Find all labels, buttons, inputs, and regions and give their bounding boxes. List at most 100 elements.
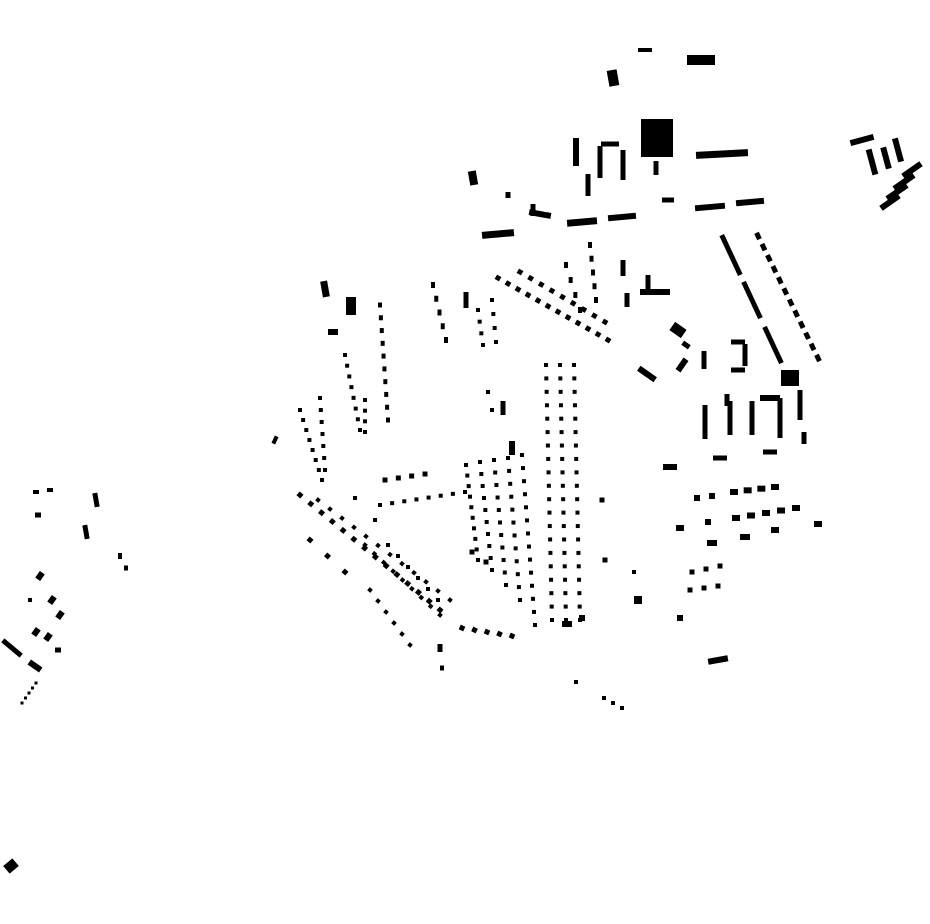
building bbox=[345, 363, 350, 368]
building bbox=[880, 146, 892, 170]
building bbox=[437, 309, 442, 316]
building bbox=[564, 314, 572, 321]
building bbox=[741, 280, 763, 320]
building bbox=[378, 302, 382, 308]
building bbox=[525, 518, 529, 523]
building bbox=[681, 340, 691, 350]
building bbox=[31, 627, 41, 637]
building bbox=[498, 520, 502, 525]
building bbox=[380, 340, 385, 346]
building bbox=[367, 587, 373, 593]
building bbox=[339, 515, 345, 521]
building bbox=[548, 564, 553, 569]
building bbox=[594, 297, 598, 303]
building bbox=[814, 353, 822, 363]
building bbox=[380, 559, 387, 566]
building bbox=[573, 443, 578, 448]
building bbox=[471, 626, 478, 634]
building bbox=[307, 438, 312, 442]
building bbox=[624, 293, 630, 307]
building bbox=[579, 615, 585, 621]
building bbox=[572, 403, 577, 408]
building bbox=[346, 297, 356, 315]
building bbox=[491, 312, 496, 316]
building bbox=[546, 483, 551, 488]
building bbox=[386, 543, 390, 547]
building bbox=[632, 570, 636, 574]
building bbox=[390, 501, 395, 506]
building bbox=[298, 408, 302, 412]
building bbox=[549, 604, 554, 609]
building bbox=[620, 260, 626, 276]
building bbox=[558, 363, 562, 367]
building bbox=[577, 604, 582, 609]
building bbox=[762, 325, 784, 365]
building bbox=[494, 340, 498, 344]
building bbox=[384, 391, 389, 397]
building bbox=[781, 370, 799, 386]
building bbox=[731, 339, 745, 345]
building bbox=[328, 518, 336, 526]
building bbox=[742, 344, 748, 366]
building bbox=[576, 564, 581, 569]
building bbox=[524, 505, 528, 510]
building bbox=[407, 642, 413, 648]
building bbox=[124, 565, 128, 571]
building bbox=[481, 229, 515, 239]
building bbox=[500, 401, 506, 415]
building bbox=[562, 621, 572, 627]
building bbox=[562, 550, 567, 555]
building bbox=[506, 456, 510, 460]
building bbox=[478, 460, 482, 464]
building bbox=[426, 587, 430, 591]
building bbox=[707, 655, 729, 665]
building bbox=[589, 255, 594, 262]
building bbox=[476, 308, 480, 312]
building bbox=[865, 148, 879, 176]
building bbox=[353, 496, 357, 500]
building bbox=[409, 473, 415, 479]
building bbox=[575, 510, 580, 515]
building bbox=[469, 505, 474, 510]
building bbox=[578, 307, 582, 313]
building bbox=[447, 597, 453, 603]
building bbox=[464, 463, 468, 467]
building bbox=[414, 588, 422, 596]
building bbox=[705, 519, 711, 525]
building bbox=[518, 598, 522, 602]
building bbox=[402, 499, 407, 504]
building bbox=[549, 591, 554, 596]
building bbox=[118, 553, 122, 559]
building bbox=[740, 534, 750, 540]
building bbox=[762, 510, 770, 516]
building bbox=[564, 618, 568, 622]
building bbox=[564, 262, 568, 268]
building bbox=[318, 408, 323, 412]
building bbox=[573, 138, 579, 166]
building bbox=[508, 632, 516, 640]
building bbox=[749, 401, 755, 435]
building bbox=[27, 659, 43, 673]
building bbox=[687, 587, 693, 593]
building bbox=[760, 395, 780, 401]
building bbox=[514, 285, 522, 293]
building bbox=[777, 507, 785, 514]
building bbox=[558, 403, 563, 408]
building bbox=[559, 430, 564, 435]
building bbox=[484, 520, 489, 524]
building bbox=[363, 430, 367, 434]
building bbox=[537, 281, 545, 288]
building bbox=[416, 576, 420, 580]
building bbox=[757, 485, 766, 492]
building bbox=[328, 329, 338, 335]
building bbox=[574, 456, 579, 461]
building bbox=[487, 544, 492, 548]
building bbox=[701, 351, 707, 369]
building bbox=[572, 376, 577, 381]
building bbox=[490, 298, 494, 302]
building bbox=[477, 319, 482, 324]
building bbox=[440, 323, 445, 330]
building bbox=[271, 435, 279, 445]
building bbox=[901, 161, 923, 179]
building bbox=[339, 526, 347, 534]
